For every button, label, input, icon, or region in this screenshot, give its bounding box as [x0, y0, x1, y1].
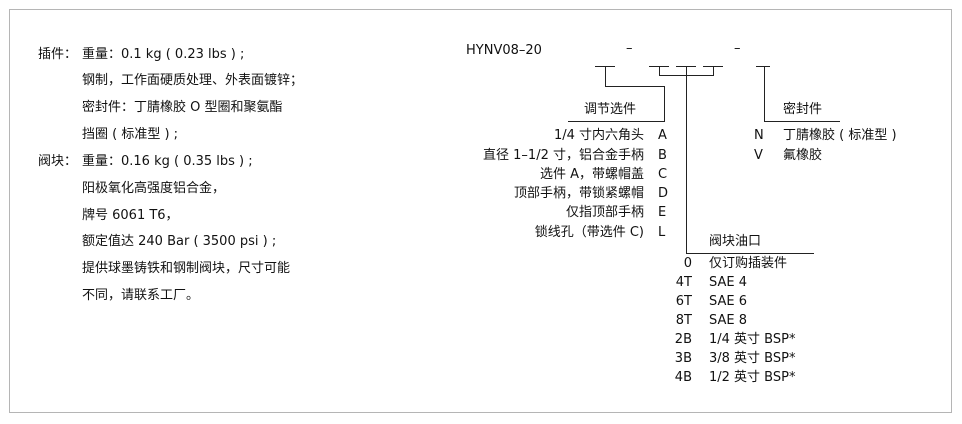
port-code-2b: 2B — [674, 332, 692, 347]
insert-line-seals: 密封件：丁腈橡胶 O 型圈和聚氨酯 — [82, 100, 283, 115]
adjust-desc-a: 1/4 寸内六角头 — [553, 128, 644, 143]
port-desc-4t: SAE 4 — [709, 275, 748, 290]
seal-desc-v: 氟橡胶 — [783, 148, 823, 163]
seal-code-n: N — [754, 128, 764, 143]
adjust-title: 调节选件 — [584, 102, 637, 117]
seal-title: 密封件 — [783, 102, 823, 117]
code-dash-2: – — [734, 41, 741, 56]
adjust-title-rule — [568, 121, 665, 122]
port-connector-left — [659, 66, 660, 76]
adjust-code-c: C — [658, 167, 668, 182]
port-connector-right — [713, 66, 714, 76]
port-desc-4b: 1/2 英寸 BSP* — [709, 370, 796, 385]
insert-label: 插件： — [38, 47, 78, 62]
port-code-8t: 8T — [675, 313, 692, 328]
adjust-desc-e: 仅指顶部手柄 — [565, 205, 644, 220]
code-dash-1: – — [626, 41, 633, 56]
port-code-4b: 4B — [674, 370, 692, 385]
insert-line-material: 钢制，工作面硬质处理、外表面镀锌； — [82, 73, 304, 88]
port-code-6t: 6T — [675, 294, 692, 309]
port-desc-8t: SAE 8 — [709, 313, 748, 328]
block-line-iron: 提供球墨铸铁和钢制阀块，尺寸可能 — [82, 261, 291, 276]
adjust-code-l: L — [658, 225, 666, 240]
port-connector-v — [686, 66, 687, 254]
adjust-connector-v — [605, 66, 606, 87]
block-line-weight: 重量：0.16 kg ( 0.35 lbs ) ; — [82, 154, 253, 169]
port-code-4t: 4T — [675, 275, 692, 290]
port-desc-2b: 1/4 英寸 BSP* — [709, 332, 796, 347]
port-title: 阀块油口 — [709, 234, 762, 249]
block-label: 阀块： — [38, 154, 78, 169]
block-line-contact: 不同，请联系工厂。 — [82, 288, 200, 303]
seal-connector-v — [764, 66, 765, 122]
adjust-desc-b: 直径 1–1/2 寸，铝合金手柄 — [483, 148, 644, 163]
seal-code-v: V — [754, 148, 763, 163]
content-frame — [9, 9, 952, 413]
port-desc-3b: 3/8 英寸 BSP* — [709, 351, 796, 366]
port-desc-0: 仅订购插装件 — [709, 256, 788, 271]
block-line-alloy: 阳极氧化高强度铝合金， — [82, 181, 226, 196]
block-line-grade: 牌号 6061 T6， — [82, 208, 179, 223]
adjust-desc-d: 顶部手柄，带锁紧螺帽 — [513, 186, 644, 201]
insert-line-ring: 挡圈 ( 标准型 ) ; — [82, 127, 179, 142]
adjust-code-a: A — [658, 128, 667, 143]
adjust-desc-l: 锁线孔（带选件 C) — [534, 225, 644, 240]
adjust-code-d: D — [658, 186, 669, 201]
port-title-rule — [686, 253, 814, 254]
port-desc-6t: SAE 6 — [709, 294, 748, 309]
code-slot-seal — [756, 66, 770, 67]
adjust-desc-c: 选件 A，带螺帽盖 — [539, 167, 644, 182]
seal-desc-n: 丁腈橡胶 ( 标准型 ) — [783, 128, 897, 143]
adjust-bracket — [664, 86, 665, 122]
seal-title-rule — [764, 121, 840, 122]
adjust-code-b: B — [658, 148, 667, 163]
adjust-connector-h — [605, 86, 665, 87]
insert-line-weight: 重量：0.1 kg ( 0.23 lbs ) ; — [82, 47, 245, 62]
port-code-0: 0 — [683, 256, 692, 271]
port-code-3b: 3B — [674, 351, 692, 366]
block-line-rating: 额定值达 240 Bar ( 3500 psi ) ; — [82, 234, 277, 249]
model-code: HYNV08–20 — [466, 43, 542, 58]
adjust-code-e: E — [658, 205, 667, 220]
